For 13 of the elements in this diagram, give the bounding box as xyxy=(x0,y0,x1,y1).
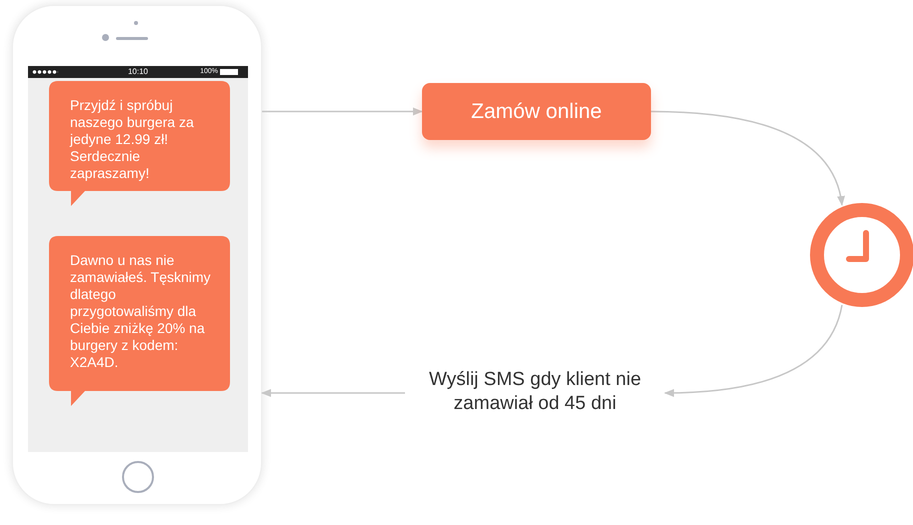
message-bubble xyxy=(49,236,230,406)
arrow xyxy=(262,108,423,116)
order-button: Zamów online xyxy=(422,83,651,140)
message-text: Przyjdź i spróbuj naszego burgera za jedyne 12.99 zł! Serdecznie zapraszamy! xyxy=(70,97,195,182)
message-bubble xyxy=(49,81,230,206)
phone-drawing xyxy=(12,5,262,505)
clock-icon xyxy=(810,203,913,307)
arrow xyxy=(664,304,843,397)
step-text: Wyślij SMS gdy klient nie zamawiał od 45 dni xyxy=(405,368,665,420)
message-text: Dawno u nas nie zamawiałeś. Tęsknimy dlatego przygotowaliśmy dla Ciebie zniżkę 20% na burgery z kodem: X2A4D. xyxy=(70,252,212,371)
arrow xyxy=(650,110,844,206)
arrow xyxy=(261,389,405,397)
status-time: 10:10 xyxy=(126,66,150,78)
